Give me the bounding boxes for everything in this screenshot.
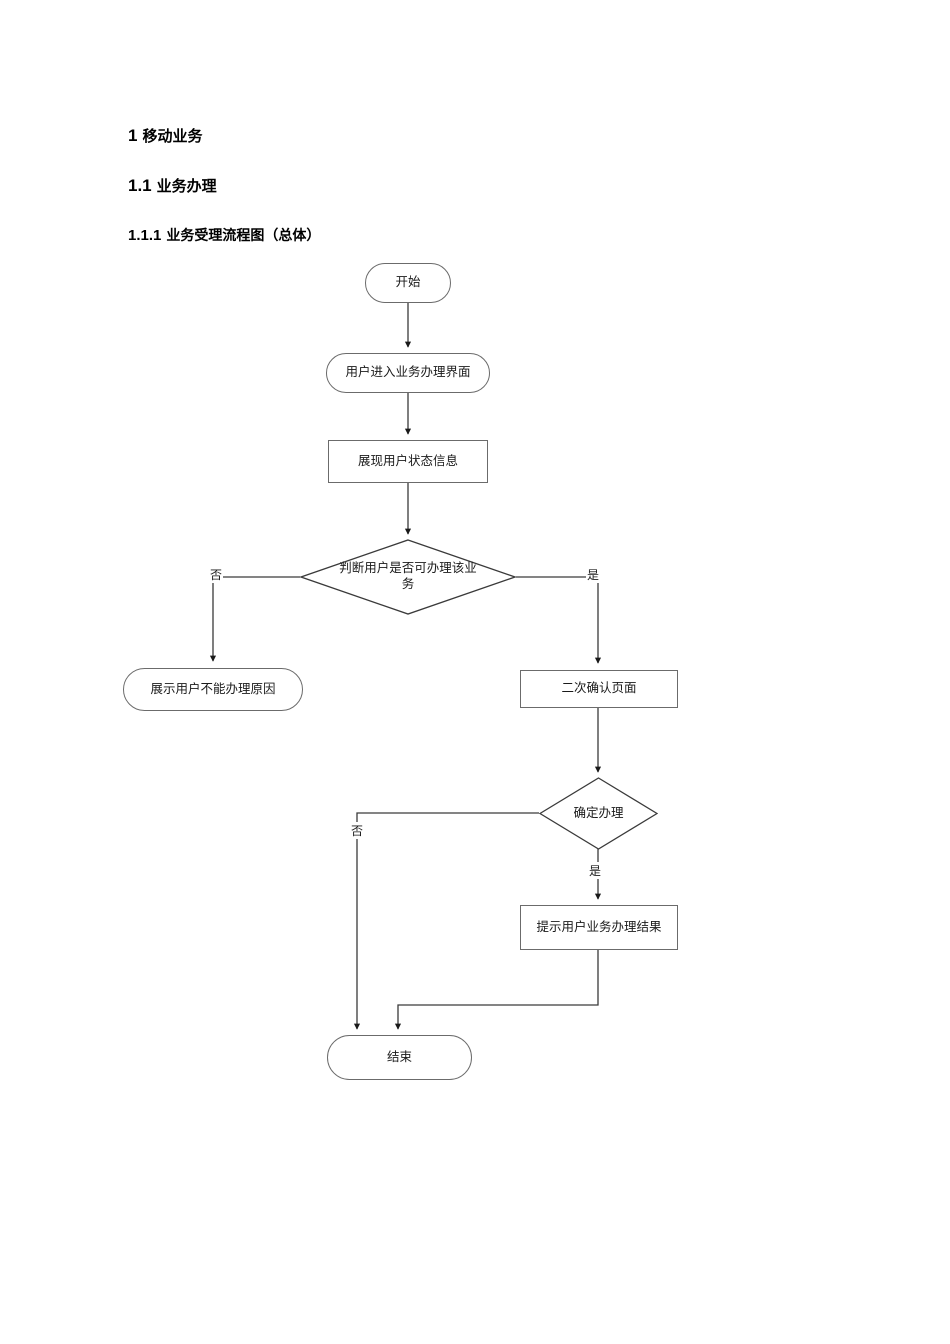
decision-user-eligible-shape [300, 539, 516, 615]
node-show-user-status[interactable]: 展现用户状态信息 [328, 440, 488, 483]
node-enter-business-ui-label: 用户进入业务办理界面 [345, 365, 471, 380]
edge-label-eligible-no: 否 [209, 566, 224, 583]
node-show-ineligible-reason[interactable]: 展示用户不能办理原因 [123, 668, 303, 711]
node-enter-business-ui[interactable]: 用户进入业务办理界面 [326, 353, 490, 393]
node-second-confirm-page[interactable]: 二次确认页面 [520, 670, 678, 708]
decision-confirm-handle-shape [539, 777, 658, 850]
heading-3-text: 业务受理流程图（总体） [166, 229, 321, 244]
node-show-handling-result[interactable]: 提示用户业务办理结果 [520, 905, 678, 950]
heading-1-text: 移动业务 [142, 129, 203, 145]
node-show-ineligible-reason-label: 展示用户不能办理原因 [150, 681, 276, 696]
node-end[interactable]: 结束 [327, 1035, 472, 1080]
node-decision-confirm-handle[interactable]: 确定办理 [539, 777, 658, 850]
heading-2-text: 业务办理 [156, 179, 217, 195]
node-start[interactable]: 开始 [365, 263, 451, 303]
heading-3-number: 1.1.1 [128, 227, 162, 244]
heading-2-number: 1.1 [128, 176, 152, 195]
edge-label-confirm-no: 否 [350, 822, 365, 839]
node-show-handling-result-label: 提示用户业务办理结果 [536, 919, 662, 934]
node-start-label: 开始 [395, 275, 421, 290]
edge-label-eligible-yes: 是 [586, 566, 601, 583]
node-end-label: 结束 [386, 1049, 412, 1064]
heading-level-3: 1.1.1 业务受理流程图（总体） [128, 225, 320, 245]
node-show-user-status-label: 展现用户状态信息 [357, 453, 458, 468]
edge-label-confirm-yes: 是 [588, 862, 603, 879]
node-second-confirm-page-label: 二次确认页面 [561, 681, 637, 696]
heading-1-number: 1 [128, 126, 138, 145]
node-decision-user-eligible[interactable]: 判断用户是否可办理该业 务 [300, 539, 516, 615]
